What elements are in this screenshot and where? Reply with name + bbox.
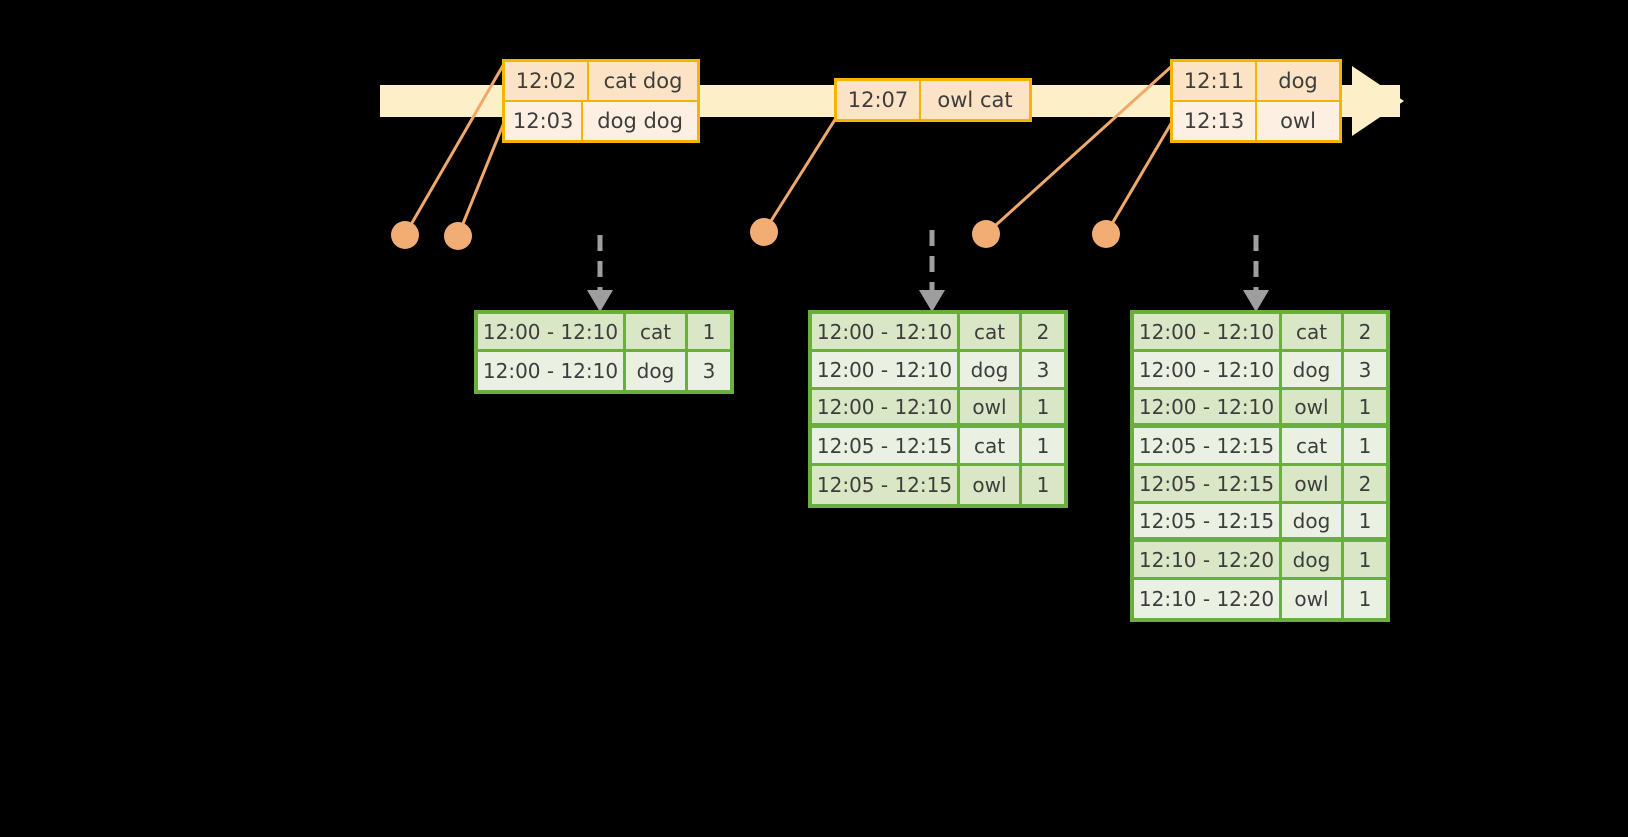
cell-word: owl xyxy=(1282,466,1344,504)
cell-count: 2 xyxy=(1344,466,1386,504)
event-row: 12:11 dog xyxy=(1173,62,1339,100)
cell-count: 2 xyxy=(1344,314,1386,352)
cell-word: owl xyxy=(960,390,1022,428)
cell-count: 1 xyxy=(1344,390,1386,428)
cell-count: 2 xyxy=(1022,314,1064,352)
cell-word: cat xyxy=(960,428,1022,466)
event-words: dog xyxy=(1257,62,1339,100)
event-group-1: 12:02 cat dog 12:03 dog dog xyxy=(502,59,700,143)
cell-count: 1 xyxy=(1344,428,1386,466)
event-words: dog dog xyxy=(583,102,697,140)
cell-count: 3 xyxy=(1022,352,1064,390)
event-time: 12:03 xyxy=(505,102,584,140)
event-row: 12:07 owl cat xyxy=(837,81,1029,119)
cell-word: cat xyxy=(1282,428,1344,466)
cell-window: 12:05 - 12:15 xyxy=(812,428,960,466)
cell-window: 12:00 - 12:10 xyxy=(1134,352,1282,390)
cell-word: dog xyxy=(1282,352,1344,390)
event-time: 12:11 xyxy=(1173,62,1257,100)
cell-window: 12:05 - 12:15 xyxy=(1134,466,1282,504)
event-words: owl cat xyxy=(921,81,1029,119)
cell-word: cat xyxy=(1282,314,1344,352)
cell-window: 12:05 - 12:15 xyxy=(812,466,960,504)
cell-window: 12:00 - 12:10 xyxy=(812,314,960,352)
cell-word: cat xyxy=(626,314,688,352)
cell-window: 12:00 - 12:10 xyxy=(1134,314,1282,352)
cell-window: 12:00 - 12:10 xyxy=(812,390,960,428)
cell-count: 1 xyxy=(688,314,730,352)
cell-count: 1 xyxy=(1022,428,1064,466)
cell-word: owl xyxy=(960,466,1022,504)
cell-window: 12:00 - 12:10 xyxy=(812,352,960,390)
cell-window: 12:05 - 12:15 xyxy=(1134,504,1282,542)
event-row: 12:03 dog dog xyxy=(505,100,697,140)
event-words: owl xyxy=(1257,102,1339,140)
event-row: 12:13 owl xyxy=(1173,100,1339,140)
cell-window: 12:05 - 12:15 xyxy=(1134,428,1282,466)
cell-count: 3 xyxy=(1344,352,1386,390)
emission-dots xyxy=(391,218,1120,250)
cell-word: owl xyxy=(1282,580,1344,618)
cell-window: 12:00 - 12:10 xyxy=(1134,390,1282,428)
cell-word: dog xyxy=(1282,504,1344,542)
table-dashed-arrows xyxy=(587,230,1269,312)
cell-word: owl xyxy=(1282,390,1344,428)
cell-count: 3 xyxy=(688,352,730,390)
cell-word: dog xyxy=(1282,542,1344,580)
event-time: 12:07 xyxy=(837,81,921,119)
cell-word: dog xyxy=(960,352,1022,390)
cell-count: 1 xyxy=(1344,504,1386,542)
event-group-3: 12:11 dog 12:13 owl xyxy=(1170,59,1342,143)
cell-count: 1 xyxy=(1344,580,1386,618)
event-time: 12:13 xyxy=(1173,102,1257,140)
cell-window: 12:10 - 12:20 xyxy=(1134,542,1282,580)
event-words: cat dog xyxy=(589,62,697,100)
cell-count: 1 xyxy=(1022,390,1064,428)
cell-window: 12:00 - 12:10 xyxy=(478,314,626,352)
cell-window: 12:10 - 12:20 xyxy=(1134,580,1282,618)
cell-window: 12:00 - 12:10 xyxy=(478,352,626,390)
event-row: 12:02 cat dog xyxy=(505,62,697,100)
event-group-2: 12:07 owl cat xyxy=(834,78,1032,122)
event-time: 12:02 xyxy=(505,62,589,100)
cell-count: 1 xyxy=(1344,542,1386,580)
cell-word: dog xyxy=(626,352,688,390)
cell-word: cat xyxy=(960,314,1022,352)
cell-count: 1 xyxy=(1022,466,1064,504)
